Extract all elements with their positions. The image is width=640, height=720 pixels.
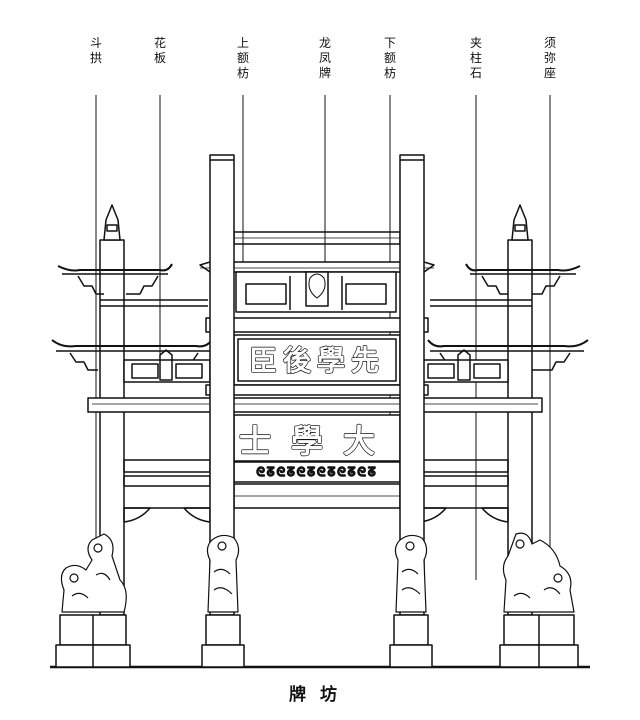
label-shang-efang: 上额枋: [236, 36, 249, 80]
label-longfengpai: 龙凤牌: [318, 36, 331, 80]
label-xia-efang: 下额枋: [383, 36, 396, 80]
lion-stone-left-outer: [60, 533, 127, 613]
label-jiazhushi: 夹柱石: [469, 36, 482, 80]
lower-side-roof-left: [51, 339, 213, 383]
plaque-band-text: ᘓᘔᘓᘔᘓᘔᘓᘔᘓᘔᘓᘔ: [256, 465, 377, 479]
lion-stone-left-main: [206, 534, 240, 613]
upper-side-roof-right: [430, 263, 581, 307]
lion-stone-right-main: [394, 534, 428, 613]
lion-stone-right-outer: [502, 532, 575, 613]
label-huaban: 花板: [153, 36, 166, 65]
lower-side-beams: [123, 459, 509, 523]
base-pedestals: [55, 614, 579, 668]
label-dougong: 斗拱: [89, 36, 102, 65]
central-upper: [199, 231, 435, 313]
plaque-lower-text: 士學大: [239, 422, 395, 460]
lower-main-beam: [233, 414, 401, 509]
upper-side-roof-left: [57, 263, 208, 307]
main-crossbeam: [87, 397, 543, 413]
label-xumizuo: 须弥座: [543, 36, 556, 80]
lower-side-roof-right: [421, 339, 589, 383]
plaque-upper-text: 臣後學先: [249, 344, 385, 377]
diagram-caption: 牌坊: [289, 685, 351, 705]
